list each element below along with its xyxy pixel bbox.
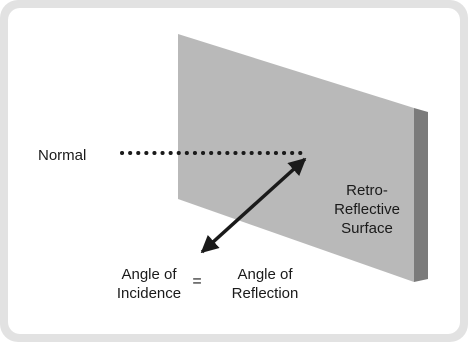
surface-edge (414, 108, 428, 282)
angle-of-incidence-label: Angle of Incidence (94, 265, 204, 303)
incidence-label-line-2: Incidence (116, 285, 182, 302)
reflection-label-line-1: Angle of (237, 266, 293, 283)
surface-label-line-2: Reflective (334, 201, 400, 218)
reflection-label-line-2: Reflection (231, 285, 299, 302)
surface-label: Retro- Reflective Surface (312, 181, 422, 238)
incidence-label-line-1: Angle of (121, 266, 177, 283)
angle-of-reflection-label: Angle of Reflection (210, 265, 320, 303)
retro-reflective-surface (178, 34, 414, 282)
angle-arrow (200, 157, 307, 254)
surface-label-line-3: Surface (341, 220, 393, 237)
equals-sign: = (192, 273, 202, 290)
surface-label-line-1: Retro- (346, 182, 388, 199)
normal-label: Normal (38, 147, 87, 164)
